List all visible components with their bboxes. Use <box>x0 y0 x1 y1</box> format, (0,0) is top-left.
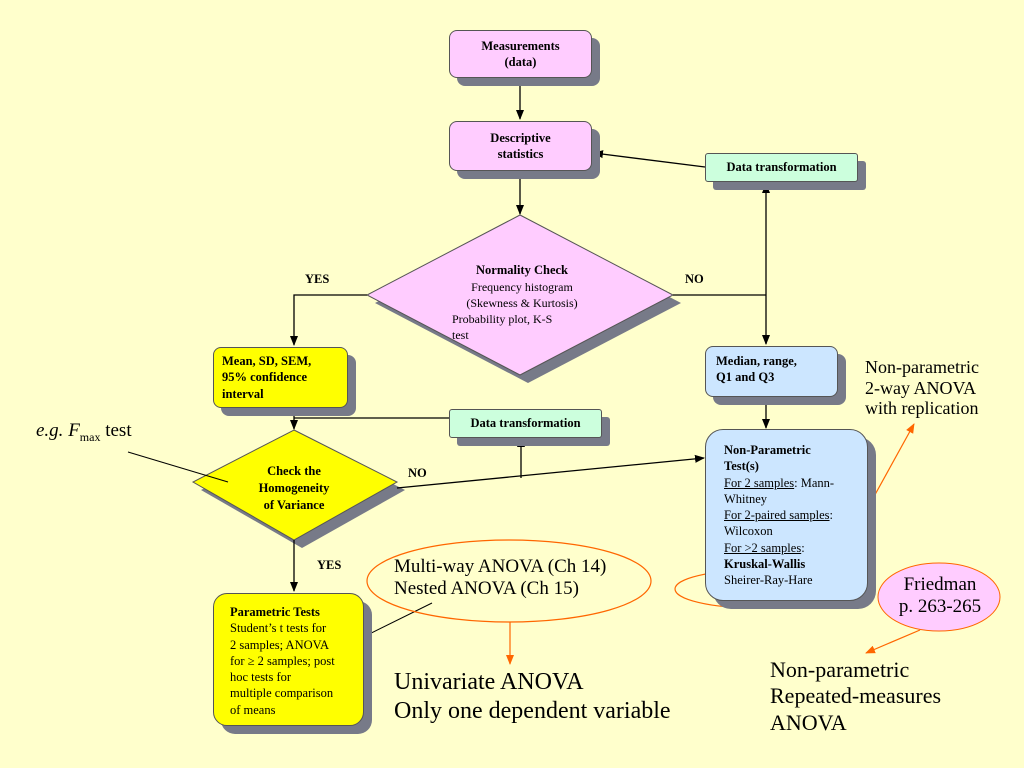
multiway-nested-annotation: Multi-way ANOVA (Ch 14) Nested ANOVA (Ch… <box>394 556 606 600</box>
nonparam-sheirer: Sheirer-Ray-Hare <box>724 573 813 587</box>
normality-title: Normality Check <box>476 263 568 277</box>
homogeneity-line-1: Check the <box>267 464 321 478</box>
two-way-line-1: Non-parametric <box>865 357 979 377</box>
friedman-line-1: Friedman <box>903 574 977 595</box>
nested-label: Nested ANOVA (Ch 15) <box>394 577 579 599</box>
two-way-line-2: 2-way ANOVA <box>865 377 977 398</box>
nonparam-paired-value-2: Wilcoxon <box>724 524 773 539</box>
yes-label-homogeneity: YES <box>317 558 342 572</box>
nonparam-more-label: For >2 samples <box>724 540 802 555</box>
parametric-line-5: multiple comparison <box>230 686 334 701</box>
nonparam-two-samples-label: For 2 samples <box>724 475 795 490</box>
nonparam-more-value: : <box>801 540 805 555</box>
yes-label-normality: YES <box>305 272 330 286</box>
multiway-label: Multi-way ANOVA (Ch 14) <box>394 556 607 577</box>
nonparam-two-samples-value-1: : Mann- <box>794 475 835 490</box>
two-way-line-3: with replication <box>865 398 979 419</box>
homogeneity-line-3: of Variance <box>263 497 325 512</box>
nonparam-kruskal: Kruskal-Wallis <box>724 556 806 571</box>
data-transformation-top-box: Data transformation <box>705 153 858 182</box>
measurements-line-1: Measurements <box>481 38 560 53</box>
data-transformation-mid-label: Data transformation <box>470 416 581 431</box>
friedman-annotation: Friedman p. 263-265 <box>884 574 996 618</box>
fmax-sub: max <box>79 429 101 444</box>
normality-line-1: Frequency histogram <box>471 279 573 294</box>
parametric-line-4: hoc tests for <box>230 670 292 684</box>
nonparam-two-samples-value-2: Whitney <box>724 491 768 506</box>
parametric-line-1: Student’s t tests for <box>230 621 327 636</box>
nonparam-title-1: Non-Parametric <box>724 443 811 457</box>
data-transformation-mid-box: Data transformation <box>449 409 602 438</box>
parametric-line-2: 2 samples; ANOVA <box>230 637 330 652</box>
friedman-ellipse <box>877 562 1001 632</box>
measurements-box: Measurements (data) <box>449 30 592 78</box>
non-parametric-tests-box: Non-Parametric Test(s) For 2 samples: Ma… <box>705 429 868 601</box>
parametric-tests-box: Parametric Tests Student’s t tests for 2… <box>213 593 364 726</box>
homogeneity-line-2: Homogeneity <box>258 480 330 495</box>
normality-line-4: test <box>452 328 469 343</box>
mean-sd-line-1: Mean, SD, SEM, <box>222 354 312 368</box>
descriptive-line-1: Descriptive <box>490 130 551 145</box>
fmax-test: test <box>105 420 132 441</box>
univariate-line-1: Univariate ANOVA <box>394 669 584 695</box>
univariate-annotation: Univariate ANOVA Only one dependent vari… <box>394 668 671 726</box>
median-line-1: Median, range, <box>716 354 797 368</box>
repeated-line-3: ANOVA <box>770 709 847 735</box>
fmax-eg: e.g. <box>36 420 64 441</box>
parametric-line-3: for ≥ 2 samples; post <box>230 653 335 668</box>
nonparam-two-way-annotation: Non-parametric 2-way ANOVA with replicat… <box>865 357 979 419</box>
parametric-title: Parametric Tests <box>230 605 320 619</box>
arrow-transform-to-descriptive <box>593 150 706 168</box>
parametric-line-6: of means <box>230 702 276 717</box>
descriptive-line-2: statistics <box>497 147 544 161</box>
no-label-normality: NO <box>685 272 704 286</box>
median-range-box: Median, range, Q1 and Q3 <box>705 346 838 397</box>
descriptive-statistics-box: Descriptive statistics <box>449 121 592 171</box>
repeated-measures-annotation: Non-parametric Repeated-measures ANOVA <box>770 657 941 736</box>
normality-check-diamond <box>365 214 675 376</box>
fmax-annotation: e.g. Fmax test <box>36 420 132 445</box>
mean-sd-line-2: 95% confidence <box>222 370 308 385</box>
no-label-homogeneity: NO <box>408 466 427 480</box>
homogeneity-text: Check the Homogeneity of Variance <box>239 463 349 514</box>
mean-sd-box: Mean, SD, SEM, 95% confidence interval <box>213 347 348 408</box>
normality-check-text: Normality Check Frequency histogram (Ske… <box>452 262 592 344</box>
arrow-yes-to-mean <box>290 294 367 346</box>
univariate-line-2: Only one dependent variable <box>394 697 671 724</box>
orange-arrow-to-repeated <box>865 629 921 654</box>
repeated-line-2: Repeated-measures <box>770 683 942 709</box>
fmax-pointer-line <box>127 451 229 483</box>
data-transformation-top-label: Data transformation <box>726 160 837 175</box>
median-line-2: Q1 and Q3 <box>716 370 775 385</box>
mean-sd-line-3: interval <box>222 386 264 401</box>
measurements-line-2: (data) <box>504 55 537 69</box>
normality-line-2: (Skewness & Kurtosis) <box>466 296 578 311</box>
repeated-line-1: Non-parametric <box>770 657 910 682</box>
friedman-line-2: p. 263-265 <box>898 595 982 617</box>
nonparam-title-2: Test(s) <box>724 459 759 474</box>
fmax-f: F <box>68 420 80 441</box>
nonparam-paired-label: For 2-paired samples <box>724 508 830 522</box>
arrow-homogeneity-no-to-nonparametric <box>396 454 705 489</box>
multiway-ellipse <box>366 539 652 623</box>
nonparam-paired-value-1: : <box>829 508 834 522</box>
normality-line-3: Probability plot, K-S <box>452 312 553 327</box>
